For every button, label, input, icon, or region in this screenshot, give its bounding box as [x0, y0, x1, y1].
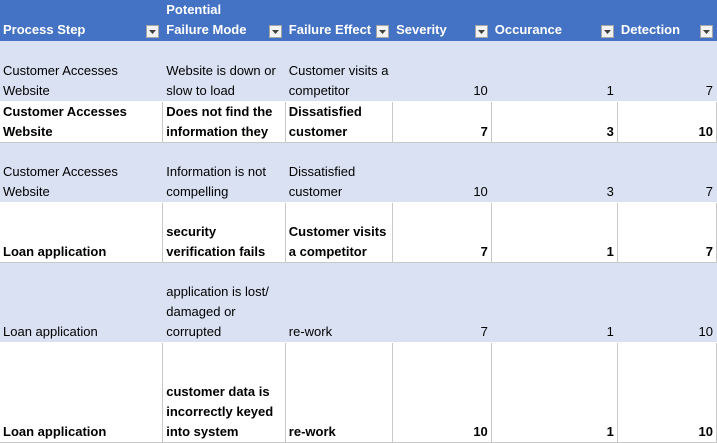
cell-failure-mode[interactable]: Website is down or slow to load	[162, 41, 286, 102]
header-failure-effect[interactable]: Failure Effect	[285, 0, 394, 41]
header-row: Process Step Potential Failure Mode Fail…	[0, 0, 717, 41]
cell-failure-effect[interactable]: Dissatisfied customer	[285, 142, 394, 203]
cell-failure-effect[interactable]: re-work	[285, 262, 394, 343]
cell-detection[interactable]: 10	[617, 342, 717, 443]
cell-occurance[interactable]: 1	[491, 202, 618, 263]
header-label: Severity	[396, 22, 447, 37]
table-row: Loan application application is lost/ da…	[0, 262, 717, 343]
cell-failure-mode[interactable]: customer data is incorrectly keyed into …	[162, 342, 286, 443]
header-label: Potential Failure Mode	[166, 2, 247, 37]
header-label: Detection	[620, 22, 681, 37]
cell-failure-mode[interactable]: Information is not compelling	[162, 142, 286, 203]
cell-failure-effect[interactable]: re-work	[285, 342, 394, 443]
cell-severity[interactable]: 7	[392, 202, 492, 263]
table-row: Customer Accesses Website Website is dow…	[0, 41, 717, 102]
cell-process-step[interactable]: Customer Accesses Website	[0, 101, 164, 143]
chevron-down-icon	[149, 29, 157, 34]
chevron-down-icon	[271, 29, 279, 34]
header-process-step[interactable]: Process Step	[0, 0, 164, 41]
chevron-down-icon	[703, 29, 710, 34]
table-row: Loan application customer data is incorr…	[0, 342, 717, 443]
header-occurance[interactable]: Occurance	[491, 0, 618, 41]
header-severity[interactable]: Severity	[392, 0, 492, 41]
header-label: Process Step	[3, 22, 86, 37]
cell-occurance[interactable]: 1	[491, 262, 618, 343]
cell-severity[interactable]: 10	[392, 41, 492, 102]
cell-process-step[interactable]: Loan application	[0, 262, 164, 343]
filter-dropdown-button[interactable]	[474, 25, 488, 38]
cell-failure-mode[interactable]: Does not find the information they	[162, 101, 286, 143]
filter-dropdown-button[interactable]	[146, 25, 160, 38]
cell-failure-effect[interactable]: Dissatisfied customer	[285, 101, 394, 143]
table-row: Customer Accesses Website Does not find …	[0, 101, 717, 143]
cell-occurance[interactable]: 1	[491, 41, 618, 102]
header-label: Failure Effect	[288, 22, 372, 37]
chevron-down-icon	[477, 29, 485, 34]
header-label: Occurance	[494, 22, 562, 37]
filter-dropdown-button[interactable]	[700, 25, 713, 38]
table-row: Customer Accesses Website Information is…	[0, 142, 717, 203]
cell-occurance[interactable]: 1	[491, 342, 618, 443]
cell-occurance[interactable]: 3	[491, 142, 618, 203]
cell-detection[interactable]: 10	[617, 262, 717, 343]
cell-occurance[interactable]: 3	[491, 101, 618, 143]
cell-failure-mode[interactable]: security verification fails	[162, 202, 286, 263]
cell-failure-effect[interactable]: Customer visits a competitor	[285, 202, 394, 263]
cell-detection[interactable]: 10	[617, 101, 717, 143]
chevron-down-icon	[379, 29, 387, 34]
header-potential-failure-mode[interactable]: Potential Failure Mode	[162, 0, 286, 41]
filter-dropdown-button[interactable]	[600, 25, 614, 38]
filter-dropdown-button[interactable]	[376, 25, 390, 38]
cell-failure-effect[interactable]: Customer visits a competitor	[285, 41, 394, 102]
cell-detection[interactable]: 7	[617, 142, 717, 203]
cell-process-step[interactable]: Loan application	[0, 202, 164, 263]
cell-severity[interactable]: 7	[392, 262, 492, 343]
table-row: Loan application security verification f…	[0, 202, 717, 263]
cell-process-step[interactable]: Customer Accesses Website	[0, 41, 164, 102]
cell-process-step[interactable]: Customer Accesses Website	[0, 142, 164, 203]
cell-detection[interactable]: 7	[617, 41, 717, 102]
header-detection[interactable]: Detection	[617, 0, 717, 41]
cell-failure-mode[interactable]: application is lost/ damaged or corrupte…	[162, 262, 286, 343]
cell-severity[interactable]: 7	[392, 101, 492, 143]
filter-dropdown-button[interactable]	[268, 25, 282, 38]
chevron-down-icon	[603, 29, 611, 34]
cell-detection[interactable]: 7	[617, 202, 717, 263]
cell-severity[interactable]: 10	[392, 142, 492, 203]
cell-process-step[interactable]: Loan application	[0, 342, 164, 443]
cell-severity[interactable]: 10	[392, 342, 492, 443]
